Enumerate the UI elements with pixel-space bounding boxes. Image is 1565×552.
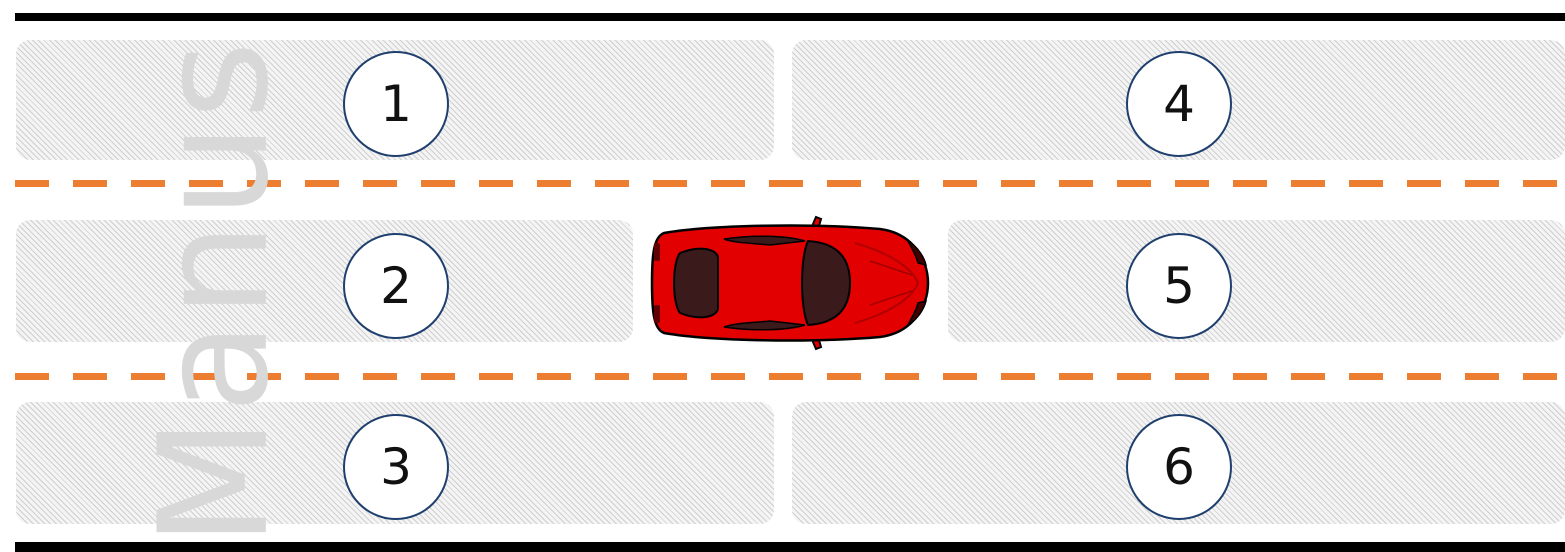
zone-1-number-badge: 1 — [343, 51, 449, 157]
zone-2 — [16, 220, 633, 342]
zone-4-number-badge: 4 — [1126, 51, 1232, 157]
red-car-top-view-icon — [650, 215, 930, 351]
zone-5 — [948, 220, 1565, 342]
lane-divider-upper — [15, 180, 1565, 187]
zone-5-number-badge: 5 — [1126, 233, 1232, 339]
lane-divider-lower — [15, 373, 1565, 380]
zone-6-number-badge: 6 — [1126, 414, 1232, 520]
zone-2-number-badge: 2 — [343, 233, 449, 339]
road-edge-top — [15, 13, 1565, 21]
road-edge-bottom — [15, 542, 1565, 552]
zone-3-number-badge: 3 — [343, 414, 449, 520]
